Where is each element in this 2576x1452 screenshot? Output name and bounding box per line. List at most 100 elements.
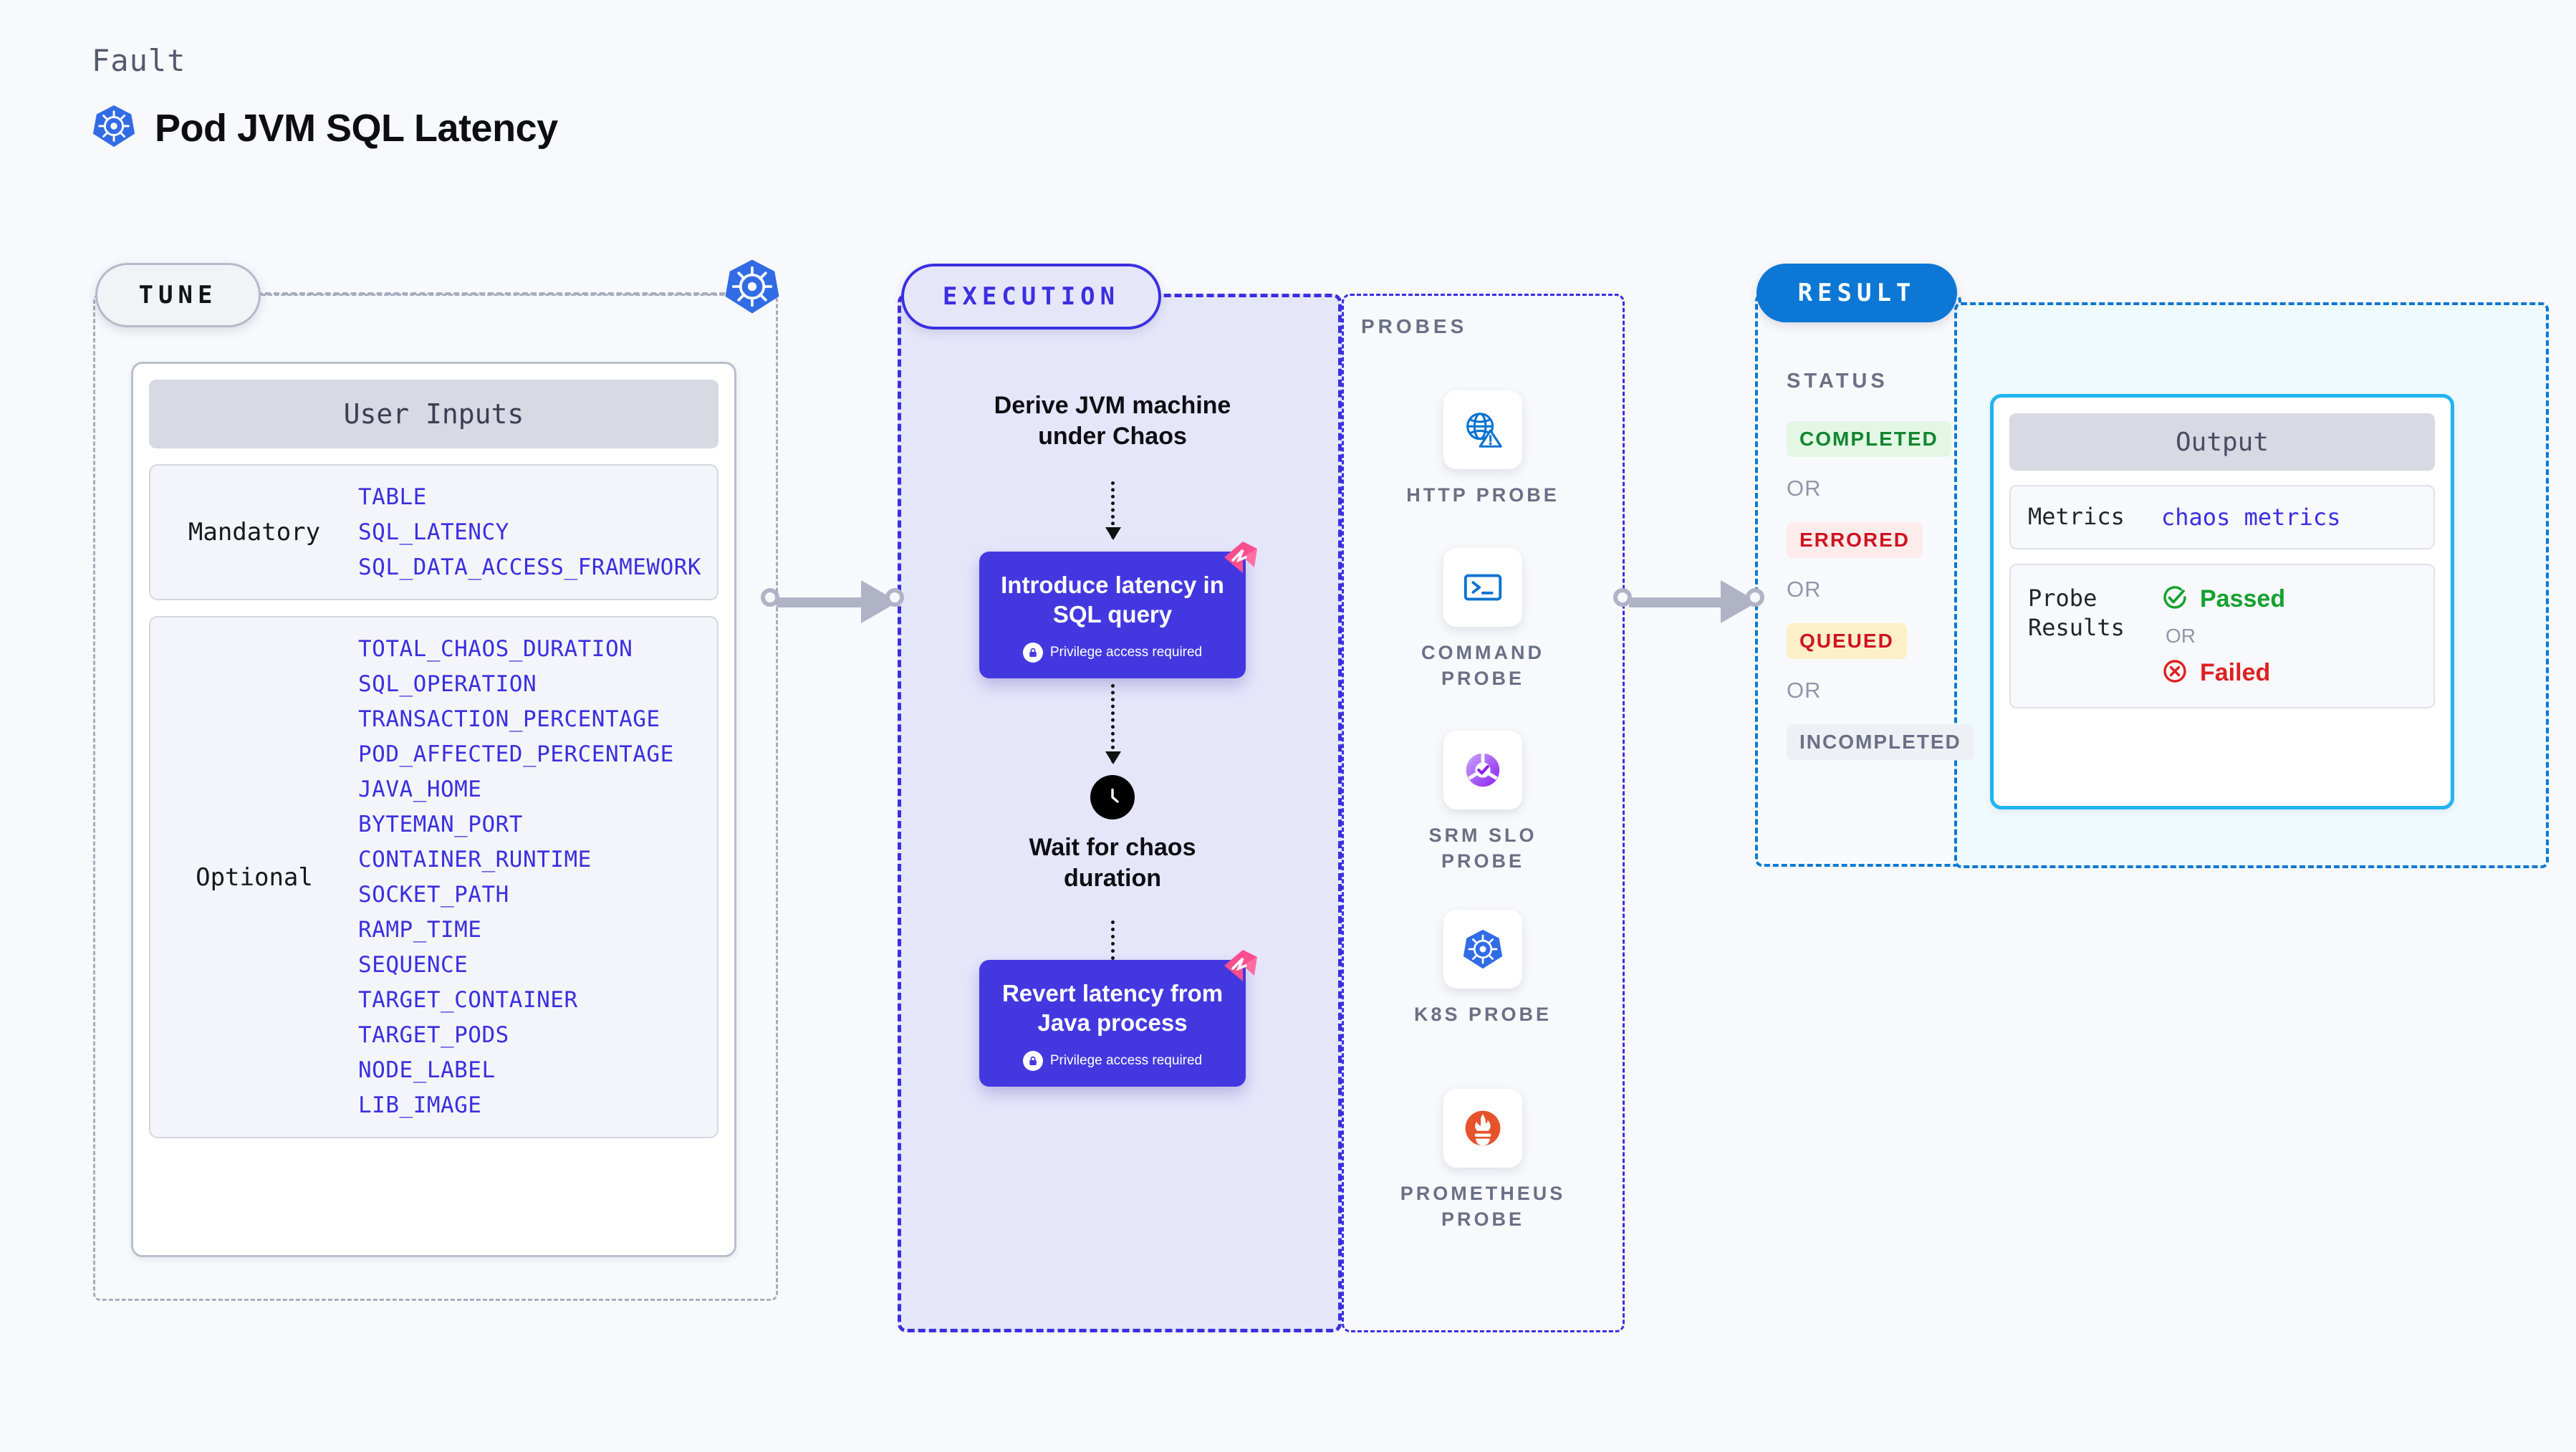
privilege-note: Privilege access required: [994, 642, 1231, 663]
probe-k8s[interactable]: K8S PROBE: [1390, 910, 1576, 1027]
param-item[interactable]: SQL_LATENCY: [358, 519, 509, 545]
user-inputs-card: User Inputs Mandatory TABLE SQL_LATENCY …: [131, 362, 736, 1257]
probe-prometheus[interactable]: PROMETHEUS PROBE: [1390, 1089, 1576, 1233]
param-item[interactable]: NODE_LABEL: [358, 1057, 496, 1083]
page-header: Fault Pod JVM SQL Latency: [92, 43, 558, 152]
param-list: TOTAL_CHAOS_DURATION SQL_OPERATION TRANS…: [358, 636, 674, 1118]
execution-badge-label: EXECUTION: [942, 282, 1120, 311]
param-item[interactable]: TRANSACTION_PERCENTAGE: [358, 706, 660, 732]
param-group-label: Mandatory: [188, 518, 321, 547]
param-item[interactable]: TABLE: [358, 484, 427, 510]
user-inputs-title: User Inputs: [149, 380, 719, 448]
arrow-probes-to-result: [1613, 580, 1767, 623]
privilege-note-text: Privilege access required: [1049, 644, 1203, 660]
flow-arrow-down: [1105, 481, 1121, 540]
param-item[interactable]: CONTAINER_RUNTIME: [358, 847, 592, 872]
probe-label: COMMAND PROBE: [1421, 642, 1544, 690]
param-item[interactable]: SQL_DATA_ACCESS_FRAMEWORK: [358, 554, 702, 580]
status-badge-label: ERRORED: [1799, 529, 1911, 551]
execution-step-wait: Wait for chaos duration: [1029, 834, 1196, 892]
tune-badge[interactable]: TUNE: [95, 263, 261, 327]
probe-result-values: Passed OR Failed: [2161, 584, 2285, 688]
connector-dot: [885, 588, 904, 607]
execution-step-derive: Derive JVM machine under Chaos: [994, 392, 1231, 450]
probes-title: PROBES: [1361, 315, 1468, 337]
arrow-tune-to-execution: [761, 580, 904, 623]
result-badge[interactable]: RESULT: [1756, 264, 1957, 322]
or-separator: OR: [1787, 577, 1822, 602]
status-badge-label: COMPLETED: [1799, 428, 1938, 450]
output-row-key: Probe Results: [2028, 584, 2125, 642]
param-item[interactable]: LIB_IMAGE: [358, 1092, 482, 1118]
param-item[interactable]: TARGET_CONTAINER: [358, 987, 578, 1013]
probe-command[interactable]: COMMAND PROBE: [1390, 548, 1576, 692]
status-badge-errored: ERRORED: [1787, 522, 1923, 558]
param-item[interactable]: SOCKET_PATH: [358, 882, 509, 908]
litmus-flag-icon: [1221, 539, 1259, 576]
param-item[interactable]: SQL_OPERATION: [358, 671, 537, 697]
probe-result-passed: Passed: [2161, 584, 2285, 615]
flow-arrow-down: [1105, 684, 1121, 764]
execution-step-revert-latency[interactable]: Revert latency from Java process Privile…: [979, 950, 1257, 1087]
check-circle-icon: [2161, 584, 2188, 615]
status-badge-queued: QUEUED: [1787, 623, 1907, 659]
fault-kicker: Fault: [92, 43, 186, 78]
param-item[interactable]: BYTEMAN_PORT: [358, 812, 523, 837]
probe-result-failed: Failed: [2161, 658, 2285, 688]
clock-icon: [1090, 775, 1135, 819]
page-title: Pod JVM SQL Latency: [155, 106, 558, 150]
probe-label: SRM SLO PROBE: [1428, 824, 1537, 872]
status-badge-incompleted: INCOMPLETED: [1787, 724, 1974, 760]
param-item[interactable]: SEQUENCE: [358, 952, 468, 978]
output-card: Output Metrics chaos metrics Probe Resul…: [1990, 394, 2454, 809]
prometheus-icon: [1443, 1089, 1522, 1168]
connector-line: [777, 597, 870, 607]
tune-badge-label: TUNE: [138, 281, 218, 309]
probe-http[interactable]: HTTP PROBE: [1390, 390, 1576, 508]
param-group-optional: Optional TOTAL_CHAOS_DURATION SQL_OPERAT…: [149, 616, 719, 1138]
output-row-metrics: Metrics chaos metrics: [2009, 485, 2435, 549]
status-badge-completed: COMPLETED: [1787, 421, 1951, 457]
output-row-probe-results: Probe Results Passed OR: [2009, 563, 2435, 708]
param-item[interactable]: JAVA_HOME: [358, 777, 482, 802]
param-group-label: Optional: [196, 862, 313, 892]
connector-dot: [1746, 588, 1764, 607]
title-row: Pod JVM SQL Latency: [92, 104, 558, 152]
lock-icon: [1022, 1050, 1043, 1071]
tune-connector-line: [256, 292, 751, 295]
probe-result-passed-label: Passed: [2200, 585, 2286, 612]
srm-slo-icon: [1443, 731, 1522, 809]
execution-step-introduce-latency[interactable]: Introduce latency in SQL query Privilege…: [979, 542, 1257, 678]
execution-box-title: Revert latency from Java process: [1001, 980, 1224, 1037]
connector-line: [1629, 597, 1729, 607]
execution-box-title: Introduce latency in SQL query: [1001, 572, 1224, 628]
result-badge-label: RESULT: [1797, 279, 1916, 307]
execution-badge[interactable]: EXECUTION: [901, 264, 1161, 330]
terminal-icon: [1443, 548, 1522, 627]
litmus-flag-icon: [1221, 947, 1259, 984]
lock-icon: [1022, 642, 1043, 663]
or-separator: OR: [1787, 678, 1822, 703]
probe-label: HTTP PROBE: [1406, 484, 1559, 506]
kubernetes-icon: [1443, 910, 1522, 989]
privilege-note: Privilege access required: [994, 1050, 1231, 1071]
output-title: Output: [2009, 413, 2435, 471]
or-separator: OR: [1787, 476, 1822, 501]
status-heading: STATUS: [1787, 370, 1888, 393]
param-item[interactable]: RAMP_TIME: [358, 917, 482, 943]
globe-warning-icon: [1443, 390, 1522, 469]
param-item[interactable]: TOTAL_CHAOS_DURATION: [358, 636, 633, 662]
output-row-key: Metrics: [2028, 503, 2125, 530]
param-item[interactable]: TARGET_PODS: [358, 1022, 509, 1048]
param-list: TABLE SQL_LATENCY SQL_DATA_ACCESS_FRAMEW…: [358, 484, 701, 580]
param-item[interactable]: POD_AFFECTED_PERCENTAGE: [358, 741, 674, 767]
probe-result-failed-label: Failed: [2200, 658, 2271, 686]
status-badge-label: QUEUED: [1799, 630, 1894, 652]
status-badge-label: INCOMPLETED: [1799, 731, 1961, 753]
probe-srm-slo[interactable]: SRM SLO PROBE: [1390, 731, 1576, 875]
or-separator: OR: [2166, 624, 2196, 647]
x-circle-icon: [2161, 658, 2188, 688]
output-row-value[interactable]: chaos metrics: [2161, 503, 2341, 531]
kubernetes-icon: [92, 104, 136, 152]
privilege-note-text: Privilege access required: [1049, 1052, 1203, 1068]
